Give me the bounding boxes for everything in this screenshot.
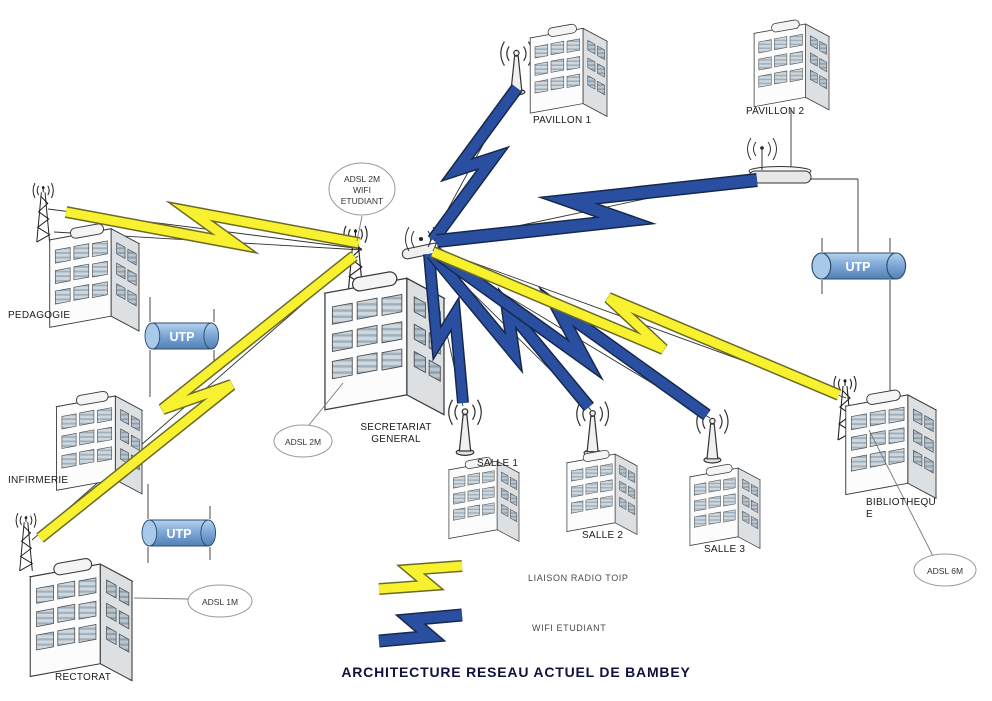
- callout-adsl1m-label: ADSL 1M: [202, 597, 238, 607]
- utp-cable-2: UTP: [141, 519, 217, 547]
- salle3-label: SALLE 3: [704, 544, 745, 555]
- callouts-layer: ADSL 2M WIFI ETUDIANT ADSL 2M ADSL 1M AD…: [133, 162, 977, 618]
- callout-ellipse: [328, 162, 396, 216]
- diagram-title: ARCHITECTURE RESEAU ACTUEL DE BAMBEY: [341, 664, 690, 680]
- callout-leader: [308, 382, 344, 426]
- rectorat-label: RECTORAT: [55, 672, 111, 683]
- callout-leader: [356, 215, 363, 242]
- wifi-bolt-salle2: [428, 250, 593, 411]
- callout-ellipse: [273, 424, 333, 458]
- bolt-layer: [36, 84, 842, 648]
- callout-adsl1m: ADSL 1M: [187, 584, 253, 618]
- utp-cable-3-label: UTP: [846, 260, 871, 274]
- callout-adsl2m-label: ADSL 2M: [285, 437, 321, 447]
- wifi-bolt-pavillon1: [428, 85, 522, 243]
- bibliotheque-label-line1: BIBLIOTHEQU: [866, 497, 936, 508]
- labels-layer: PEDAGOGIE INFIRMERIE RECTORAT SECRETARIA…: [8, 106, 936, 683]
- utp-cable-3: UTP: [811, 252, 907, 280]
- building-salle2: [566, 449, 638, 535]
- callout-adsl6m: ADSL 6M: [913, 553, 977, 587]
- building-salle1: [448, 456, 520, 542]
- access-point-pavillon2-icon: [747, 137, 812, 184]
- callout-adsl2m-wifi-line2: WIFI: [353, 185, 371, 195]
- wifi-bolt-salle1: [424, 253, 468, 404]
- radio-bolt-bibliotheque: [431, 247, 841, 400]
- callout-leader: [133, 597, 190, 600]
- pavillon1-label: PAVILLON 1: [533, 115, 591, 126]
- callout-ellipse: [913, 553, 977, 587]
- building-bibliotheque: [845, 388, 937, 499]
- legend-radio-label: LIAISON RADIO TOIP: [528, 573, 629, 583]
- infirmerie-label: INFIRMERIE: [8, 475, 68, 486]
- pavillon2-label: PAVILLON 2: [746, 106, 804, 117]
- utp-cable-1-label: UTP: [170, 330, 195, 344]
- wifi-antenna-salle2-icon: [576, 401, 610, 457]
- salle1-label: SALLE 1: [477, 458, 518, 469]
- building-infirmerie: [56, 390, 143, 495]
- secretariat-label-line1: SECRETARIAT: [360, 422, 431, 433]
- callout-adsl6m-label: ADSL 6M: [927, 566, 963, 576]
- wifi-bolt-pavillon2: [436, 174, 758, 247]
- buildings-layer: [29, 18, 937, 682]
- antenna-tower-pedagogie-icon: [32, 182, 54, 243]
- callout-leader: [868, 429, 934, 557]
- wifi-antenna-pavillon1-icon: [500, 40, 533, 96]
- bibliotheque-label-line2: E: [866, 509, 873, 520]
- callout-adsl2m-wifi-line1: ADSL 2M: [344, 174, 380, 184]
- radio-bolt-pedagogie: [65, 203, 360, 252]
- wifi-antenna-salle1-icon: [448, 399, 482, 456]
- callout-ellipse: [187, 584, 253, 618]
- secretariat-label-line2: GENERAL: [371, 434, 421, 445]
- callout-adsl2m: ADSL 2M: [273, 424, 333, 458]
- pedagogie-label: PEDAGOGIE: [8, 310, 70, 321]
- salle2-label: SALLE 2: [582, 530, 623, 541]
- wifi-bolt-salle3: [432, 247, 710, 420]
- building-rectorat: [29, 557, 133, 682]
- devices-layer: UTP UTP UTP: [15, 40, 907, 572]
- utp-cable-2-label: UTP: [167, 527, 192, 541]
- radio-bolt-rectorat: [37, 252, 357, 542]
- legend-radio-bolt: [378, 561, 463, 594]
- legend-wifi-bolt: [378, 610, 463, 646]
- antenna-tower-rectorat-icon: [15, 512, 37, 572]
- legend: LIAISON RADIO TOIP WIFI ETUDIANT: [528, 573, 629, 633]
- building-pavillon1: [529, 23, 608, 117]
- callout-adsl2m-wifi-line3: ETUDIANT: [341, 196, 384, 206]
- utp-cable-1: UTP: [144, 322, 220, 350]
- building-salle3: [689, 463, 761, 549]
- building-secretariat: [324, 270, 445, 416]
- legend-wifi-label: WIFI ETUDIANT: [532, 623, 606, 633]
- building-pavillon2: [753, 18, 830, 111]
- callout-adsl2m-wifi: ADSL 2M WIFI ETUDIANT: [328, 162, 396, 216]
